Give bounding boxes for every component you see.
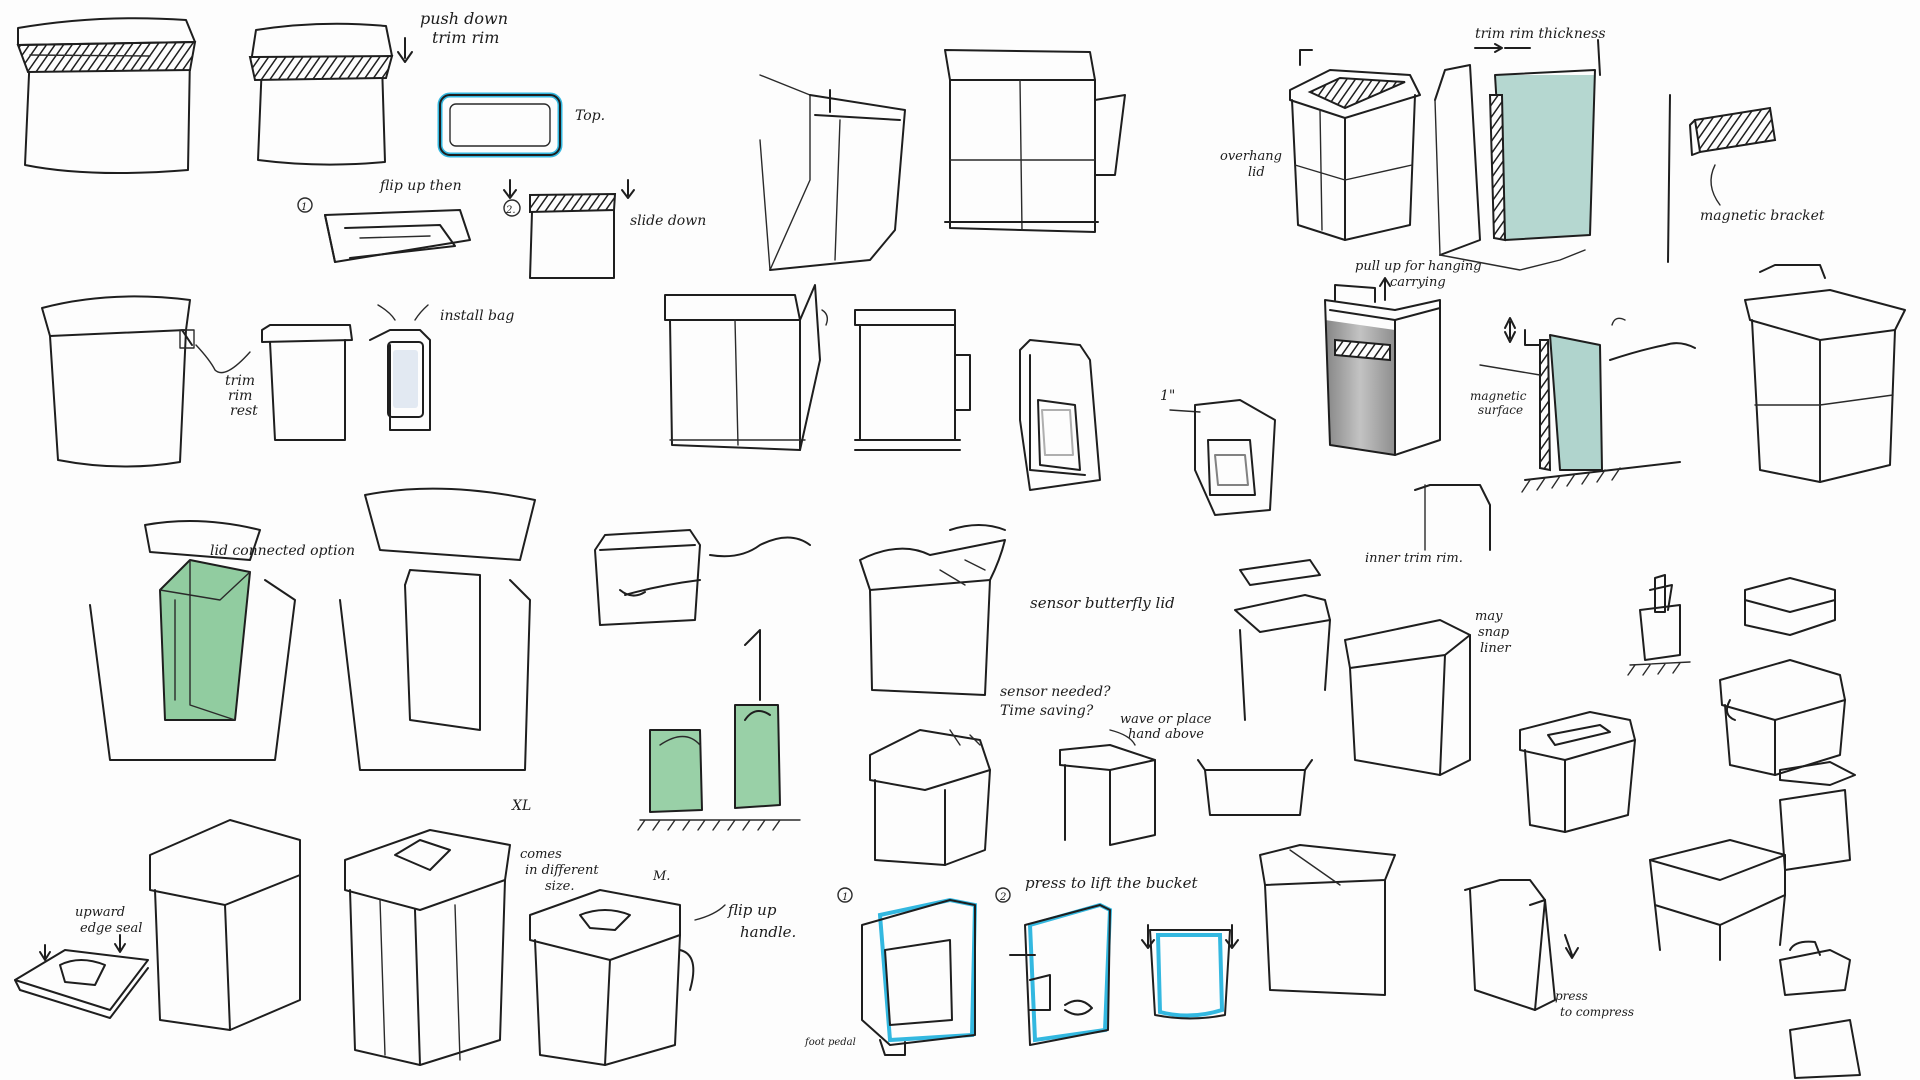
note-top: Top.	[575, 108, 605, 124]
note-lid: lid	[1248, 165, 1265, 180]
note-surface: surface	[1478, 403, 1523, 417]
sketch-hook-bin	[1744, 264, 1906, 483]
sketch-bin-narrow	[261, 324, 353, 441]
sketch-m-bin: M. flip up handle.	[529, 869, 796, 1066]
note-sensor-needed: sensor needed?	[1000, 684, 1111, 700]
note-step-1: 1	[301, 202, 307, 213]
note-to-compress: to compress	[1560, 1005, 1634, 1019]
sketch-tall-bin-lid	[149, 819, 301, 1031]
sketch-magnetic-bracket: magnetic bracket	[1667, 94, 1825, 263]
sketch-upward-edge-seal: upward edge seal	[14, 905, 149, 1019]
note-install-bag: install bag	[440, 308, 514, 324]
sketch-sensor-bin-2: wave or place hand above	[1059, 712, 1212, 846]
note-edge-seal: edge seal	[80, 921, 142, 936]
sketch-compress-bin: press to compress	[1464, 879, 1634, 1019]
sketch-wall-bin-inch: 1"	[1160, 388, 1276, 516]
note-flip-up: flip up	[727, 901, 777, 919]
note-liner: liner	[1480, 641, 1511, 656]
sketch-bin-rim-rest: trim rim rest	[41, 295, 258, 468]
note-trim-rim: trim rim	[432, 28, 499, 47]
note-size: size.	[545, 879, 575, 894]
note-snap: snap	[1478, 625, 1510, 640]
sketch-green-buckets	[637, 629, 801, 831]
sketch-green-bin-lid: lid connected option	[89, 520, 355, 761]
note-press-to-lift: press to lift the bucket	[1025, 874, 1199, 892]
sketch-box-lid	[1744, 577, 1836, 636]
note-trim: trim	[225, 373, 255, 389]
note-overhang: overhang	[1220, 149, 1282, 164]
sketch-open-box-1	[1259, 844, 1396, 996]
note-wave-or-place: wave or place	[1120, 712, 1212, 727]
note-circle-2: 2	[999, 892, 1006, 903]
note-magnetic-bracket: magnetic bracket	[1700, 208, 1825, 224]
sketch-install-bag: install bag	[369, 304, 514, 431]
sketch-bin-side-flap	[664, 284, 829, 451]
note-handle: handle.	[740, 923, 796, 941]
note-push-down: push down	[420, 9, 508, 28]
note-upward: upward	[75, 905, 125, 920]
note-slide-down: slide down	[630, 213, 706, 229]
sketch-wall-bin	[1019, 339, 1101, 491]
sketch-slide-rim: 2. slide down	[503, 179, 706, 279]
sketch-overhang-lid-bin: overhang lid	[1220, 49, 1421, 241]
sketch-butterfly-lid: sensor butterfly lid	[859, 524, 1175, 696]
sketch-inner-rim: inner trim rim.	[1365, 484, 1491, 566]
sketch-snap-liner-bins: may snap liner	[1234, 559, 1511, 776]
note-xl: XL	[511, 798, 531, 814]
sketch-bin-hatched-rim	[16, 17, 197, 175]
sketch-press-lift-bin: 2 press to lift the bucket	[995, 874, 1199, 1046]
sketch-sensor-bin-1: sensor needed? Time saving?	[869, 684, 1111, 866]
note-carrying: carrying	[1390, 275, 1446, 290]
sketch-bin-push-rim: push down trim rim	[248, 9, 508, 166]
sketch-xl-bin: XL comes in different size.	[344, 798, 599, 1066]
note-in-different: in different	[525, 863, 599, 878]
note-pull-up: pull up for hanging	[1355, 259, 1482, 274]
sketch-bucket-insert	[1141, 924, 1239, 1020]
sketch-hanging-bin	[759, 74, 906, 271]
sketch-stacked-boxes	[1779, 761, 1861, 1079]
sketch-small-stand	[1627, 574, 1691, 676]
note-one-inch: 1"	[1160, 388, 1175, 404]
note-may: may	[1475, 609, 1503, 624]
sketch-flat-bin	[1519, 711, 1636, 833]
note-flip-up-then: flip up then	[379, 178, 462, 194]
note-press: press	[1555, 989, 1588, 1003]
sketch-bin-side-pocket	[854, 309, 971, 451]
note-circle-1: 1	[842, 892, 848, 903]
sketch-open-crate	[1649, 839, 1786, 961]
note-time-saving: Time saving?	[1000, 703, 1094, 719]
sketch-pedal-bin: 1 foot pedal	[804, 887, 978, 1056]
note-sensor-butterfly-lid: sensor butterfly lid	[1030, 594, 1175, 612]
note-foot-pedal: foot pedal	[804, 1037, 856, 1048]
sketch-flip-rim: 1 flip up then	[297, 178, 471, 263]
sketch-gray-bin: pull up for hanging carrying	[1324, 259, 1482, 456]
sketch-rim-top-view: Top.	[437, 92, 605, 158]
note-inner-trim-rim: inner trim rim.	[1365, 551, 1463, 566]
note-m: M.	[652, 869, 670, 884]
note-step-2: 2.	[505, 205, 516, 216]
note-hand-above: hand above	[1128, 727, 1204, 742]
note-magnetic: magnetic	[1470, 389, 1527, 403]
sketch-double-bin	[944, 49, 1126, 233]
note-lid-connected: lid connected option	[210, 543, 355, 559]
sketch-teal-rim-bin: trim rim thickness	[1434, 26, 1606, 271]
sketch-bin-lid-open	[339, 487, 536, 771]
note-rest: rest	[230, 403, 258, 419]
sketch-bucket-handle	[1197, 759, 1313, 816]
sketch-teal-magnetic-bin: magnetic surface	[1470, 317, 1696, 493]
sketch-handle-bin	[594, 529, 811, 626]
note-rim: rim	[228, 388, 252, 404]
note-comes: comes	[520, 847, 562, 862]
note-trim-rim-thickness: trim rim thickness	[1475, 26, 1606, 42]
sketch-handle-box	[1719, 659, 1846, 776]
